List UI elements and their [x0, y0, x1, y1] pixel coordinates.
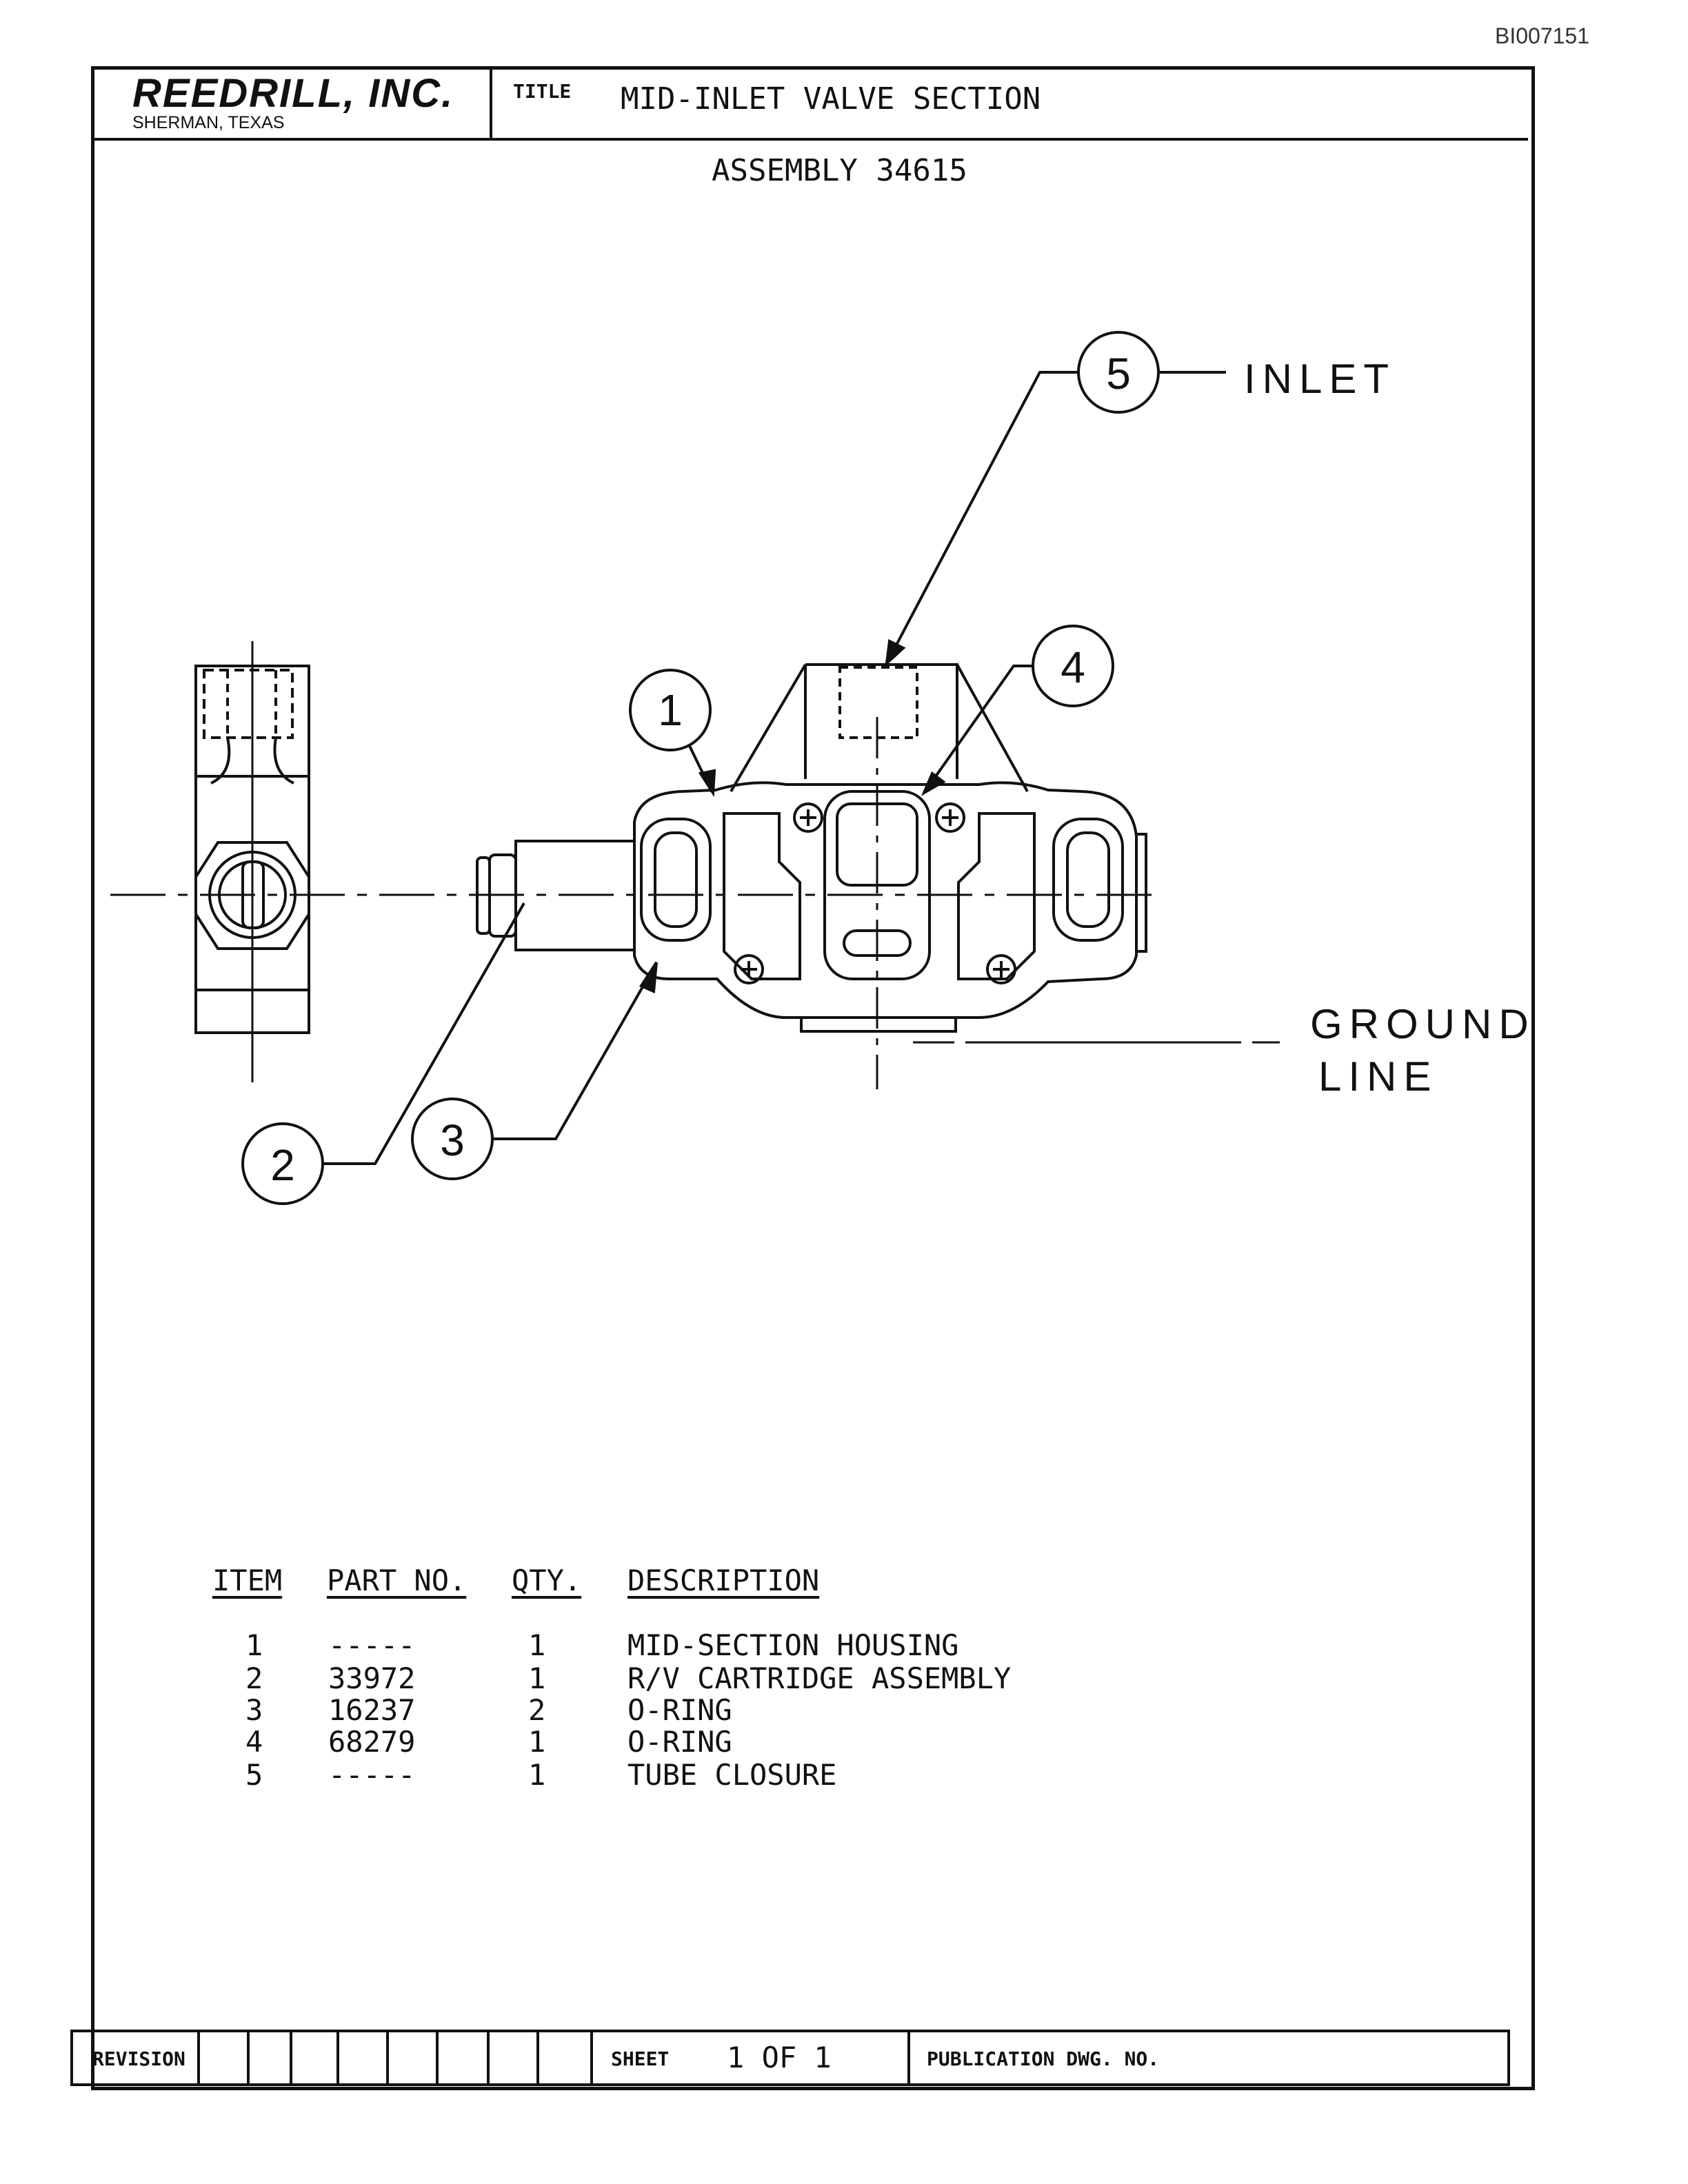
- callout-2-number: 2: [270, 1140, 295, 1190]
- table-cell: O-RING: [627, 1693, 732, 1727]
- assembly-number: ASSEMBLY 34615: [712, 153, 967, 188]
- table-cell: 1: [528, 1758, 546, 1792]
- table-cell: TUBE CLOSURE: [627, 1758, 837, 1792]
- table-cell: 68279: [328, 1725, 416, 1759]
- callout-4-number: 4: [1061, 643, 1085, 692]
- table-cell: 4: [245, 1725, 263, 1759]
- drawing-title: MID-INLET VALVE SECTION: [621, 81, 1041, 117]
- header-description: DESCRIPTION: [627, 1564, 820, 1597]
- table-cell: 1: [528, 1725, 546, 1759]
- callout-1: [629, 669, 716, 798]
- table-cell: O-RING: [627, 1725, 732, 1759]
- header-item: ITEM: [212, 1564, 283, 1597]
- revision-label: REVISION: [92, 2048, 185, 2070]
- callout-5: [885, 331, 1226, 667]
- title-block: [91, 66, 1528, 141]
- table-cell: 2: [528, 1693, 546, 1727]
- sheet-label: SHEET: [611, 2048, 670, 2070]
- drawing-frame: [91, 66, 1535, 2090]
- table-cell: 1: [528, 1661, 546, 1695]
- header-qty: QTY.: [512, 1564, 582, 1597]
- table-cell: MID-SECTION HOUSING: [627, 1628, 959, 1662]
- callout-2: [241, 902, 525, 1205]
- table-cell: 3: [245, 1693, 263, 1727]
- side-view-drawing: [194, 641, 310, 1082]
- table-cell: -----: [328, 1628, 416, 1662]
- callout-5-number: 5: [1106, 349, 1131, 398]
- document-id: BI007151: [1495, 23, 1590, 48]
- company-name: REEDRILL, INC.: [132, 71, 454, 116]
- table-cell: -----: [328, 1758, 416, 1792]
- inlet-label: INLET: [1244, 356, 1396, 402]
- table-cell: R/V CARTRIDGE ASSEMBLY: [627, 1661, 1012, 1695]
- line-label: LINE: [1318, 1053, 1438, 1100]
- title-label: TITLE: [513, 80, 572, 103]
- table-cell: 16237: [328, 1693, 416, 1727]
- sheet-value: 1 OF 1: [727, 2041, 832, 2074]
- table-cell: 5: [245, 1758, 263, 1792]
- callout-3-number: 3: [440, 1115, 465, 1165]
- publication-dwg-label: PUBLICATION DWG. NO.: [927, 2048, 1160, 2070]
- title-block-divider: [490, 66, 492, 141]
- ground-label: GROUND: [1310, 1001, 1536, 1047]
- callout-4: [921, 625, 1114, 796]
- callout-1-number: 1: [658, 685, 683, 735]
- table-cell: 1: [245, 1628, 263, 1662]
- header-part-no: PART NO.: [327, 1564, 467, 1597]
- company-location: SHERMAN, TEXAS: [132, 113, 285, 132]
- table-cell: 2: [245, 1661, 263, 1695]
- callout-3: [411, 961, 658, 1180]
- main-body-drawing: [476, 663, 1147, 1089]
- table-cell: 1: [528, 1628, 546, 1662]
- table-cell: 33972: [328, 1661, 416, 1695]
